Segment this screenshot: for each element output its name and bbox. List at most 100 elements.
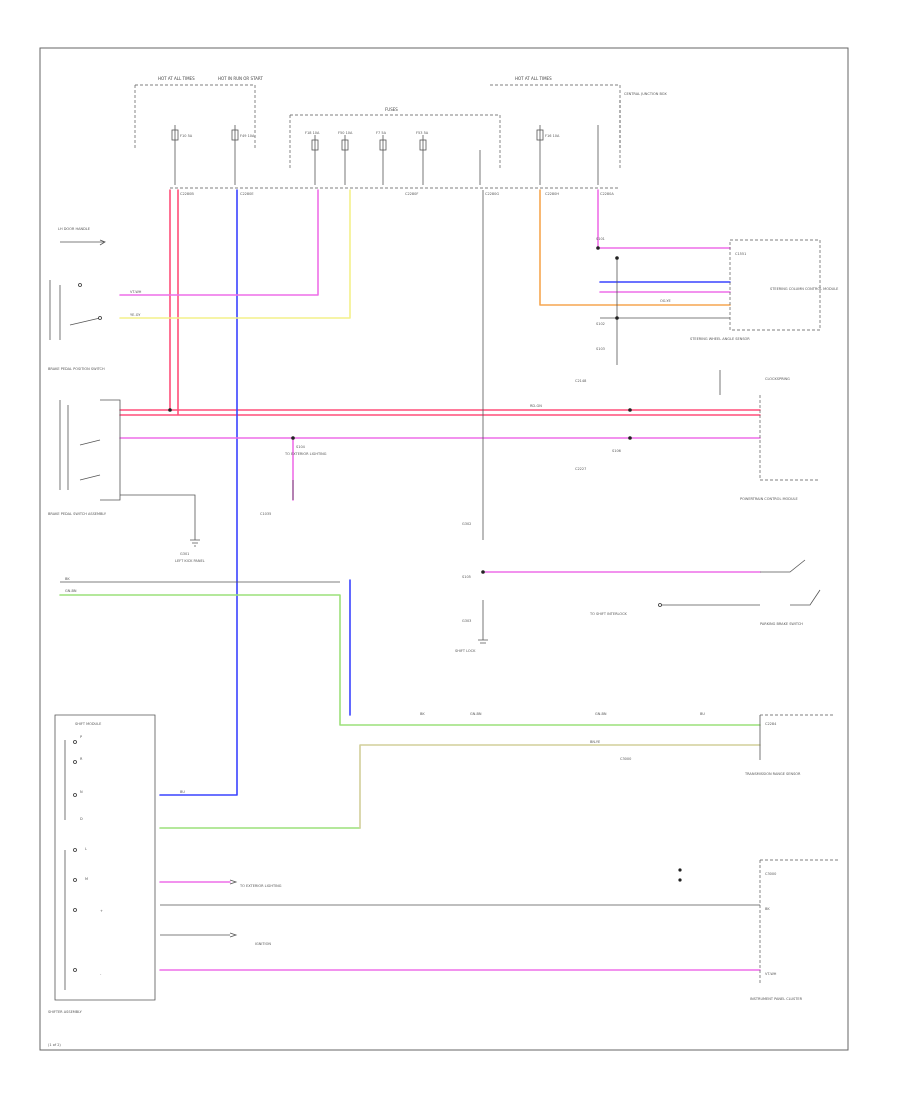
svg-text:N: N xyxy=(80,790,83,794)
svg-text:P: P xyxy=(80,735,82,739)
arrow-lighting xyxy=(229,879,238,885)
hot-label-center: HOT IN RUN OR START xyxy=(218,76,263,81)
fuse-panel-label: FUSES xyxy=(385,107,398,112)
diagram-frame xyxy=(39,47,849,1051)
steering-column-module: STEERING COLUMN CONTROL MODULE C1551 STE… xyxy=(690,239,838,341)
fuse-f53: F53 5A xyxy=(416,131,429,185)
fuse-f7: F7 5A xyxy=(376,131,387,185)
fuse-f50: F50 10A xyxy=(338,131,353,185)
splice-label: S105 xyxy=(462,575,471,579)
hot-label-left: HOT AT ALL TIMES xyxy=(158,76,195,81)
svg-text:TO SHIFT INTERLOCK: TO SHIFT INTERLOCK xyxy=(589,612,628,616)
connector-label: C2280G xyxy=(485,192,499,196)
wire-label-blue: BU xyxy=(180,790,185,794)
wire-yellow xyxy=(119,189,351,319)
svg-text:GN-BN: GN-BN xyxy=(595,712,607,716)
fuse-f49: F49 10A xyxy=(231,125,255,185)
fuse-panel-right: HOT AT ALL TIMES CENTRAL JUNCTION BOX xyxy=(490,76,667,170)
svg-text:L: L xyxy=(85,847,87,851)
wire-red-2 xyxy=(119,189,761,416)
fuse-f18: F18 10A xyxy=(305,131,320,185)
wire-blue xyxy=(159,189,238,796)
splice-dots xyxy=(168,246,632,574)
splice-label: S106 xyxy=(612,449,621,453)
wire-label-olive: BN-YE xyxy=(590,740,600,744)
svg-text:F7 5A: F7 5A xyxy=(376,131,387,135)
svg-text:C3000: C3000 xyxy=(620,757,631,761)
left-handle-label: LH DOOR HANDLE xyxy=(58,227,90,231)
svg-text:C1035: C1035 xyxy=(260,512,271,516)
svg-text:F10 5A: F10 5A xyxy=(180,134,193,138)
brake-pedal-switch-assembly: BRAKE PEDAL SWITCH ASSEMBLY xyxy=(48,399,121,516)
svg-text:F49 10A: F49 10A xyxy=(240,134,255,138)
fuse-f10: F10 5A xyxy=(171,125,193,185)
svg-text:F53 5A: F53 5A xyxy=(416,131,429,135)
svg-text:GN-BN: GN-BN xyxy=(470,712,482,716)
svg-text:R: R xyxy=(80,757,83,761)
brake-switch-label: BRAKE PEDAL POSITION SWITCH xyxy=(48,367,105,371)
instrument-panel-cluster: C3000 BK VT-WH INSTRUMENT PANEL CLUSTER xyxy=(678,859,840,1001)
transmission-module: C2284 TRANSMISSION RANGE SENSOR BK GN-BN… xyxy=(420,712,835,776)
left-door-handle-block: LH DOOR HANDLE BRAKE PEDAL POSITION SWIT… xyxy=(48,227,106,371)
pedal-module-label: BRAKE PEDAL SWITCH ASSEMBLY xyxy=(48,512,107,516)
clockspring-label: CLOCKSPRING xyxy=(765,377,790,381)
arrow-ignition xyxy=(229,932,238,938)
wire-label-red: RD-GN xyxy=(530,404,542,408)
hot-label-right: HOT AT ALL TIMES xyxy=(515,76,552,81)
svg-text:F16 10A: F16 10A xyxy=(545,134,560,138)
wire-label-yellow: YE-GY xyxy=(130,313,141,317)
splice-label: S101 xyxy=(596,237,605,241)
cluster-label: INSTRUMENT PANEL CLUSTER xyxy=(750,997,803,1001)
lighting-note-lower: TO EXTERIOR LIGHTING xyxy=(239,884,282,888)
svg-text:C1551: C1551 xyxy=(735,252,746,256)
exterior-lighting-note: TO EXTERIOR LIGHTING C1035 xyxy=(260,452,327,516)
wire-olive xyxy=(359,744,761,829)
center-ground: G302 G303 SHIFT LOCK xyxy=(455,522,488,653)
svg-text:G302: G302 xyxy=(462,522,471,526)
svg-text:C3000: C3000 xyxy=(765,872,776,876)
wire-label-pink: VT-WH xyxy=(130,290,142,294)
connector-label: C2280F xyxy=(405,192,418,196)
wire-label-green: GN-BN xyxy=(65,589,77,593)
steering-module-label: STEERING COLUMN CONTROL MODULE xyxy=(770,287,838,291)
connector-row-top: C2280B C2280E C2280F C2280G C2280H C2280… xyxy=(170,187,620,196)
shifter-label: SHIFTER ASSEMBLY xyxy=(48,1010,83,1014)
parking-brake-switch: TO SHIFT INTERLOCK PARKING BRAKE SWITCH xyxy=(589,559,821,626)
wire-label-orange: OG-YE xyxy=(660,299,671,303)
park-switch-label: PARKING BRAKE SWITCH xyxy=(760,622,803,626)
shifter-assembly: SHIFT MODULE P R N D L M + - SHIFTER ASS… xyxy=(48,714,156,1014)
svg-text:BK: BK xyxy=(765,907,770,911)
pcm-label: POWERTRAIN CONTROL MODULE xyxy=(740,497,798,501)
wire-pink-7 xyxy=(597,189,731,249)
stability-sensor-label: STEERING WHEEL ANGLE SENSOR xyxy=(690,337,750,341)
fuse-panel-left: HOT AT ALL TIMES HOT IN RUN OR START xyxy=(134,76,263,150)
svg-text:G301: G301 xyxy=(180,552,189,556)
wire-label-black: BK xyxy=(65,577,70,581)
ignition-note: IGNITION xyxy=(255,942,271,946)
svg-text:C2284: C2284 xyxy=(765,722,777,726)
connector-label: C2280A xyxy=(600,192,614,196)
splice-label: S102 xyxy=(596,322,605,326)
svg-text:BK: BK xyxy=(420,712,425,716)
svg-text:+: + xyxy=(100,909,103,913)
connector-label: C2280B xyxy=(180,192,194,196)
wire-black-5 xyxy=(120,494,196,540)
svg-text:G303: G303 xyxy=(462,619,471,623)
splice-label: S104 xyxy=(296,445,306,449)
connector-label: C2280H xyxy=(545,192,559,196)
shift-module-label: SHIFT MODULE xyxy=(75,722,101,726)
svg-text:SHIFT LOCK: SHIFT LOCK xyxy=(455,649,476,653)
svg-text:VT-WH: VT-WH xyxy=(765,972,777,976)
tail-module-label: TRANSMISSION RANGE SENSOR xyxy=(744,772,801,776)
svg-text:BU: BU xyxy=(700,712,705,716)
footer-code: (1 of 2) xyxy=(48,1043,61,1047)
svg-text:TO EXTERIOR LIGHTING: TO EXTERIOR LIGHTING xyxy=(284,452,327,456)
cjb-label: CENTRAL JUNCTION BOX xyxy=(624,92,667,96)
svg-text:F18 10A: F18 10A xyxy=(305,131,320,135)
svg-text:F50 10A: F50 10A xyxy=(338,131,353,135)
wire-pink-1 xyxy=(119,189,319,296)
splice-label: S103 xyxy=(596,347,605,351)
svg-text:LEFT KICK PANEL: LEFT KICK PANEL xyxy=(175,559,205,563)
connector-label: C2280E xyxy=(240,192,254,196)
